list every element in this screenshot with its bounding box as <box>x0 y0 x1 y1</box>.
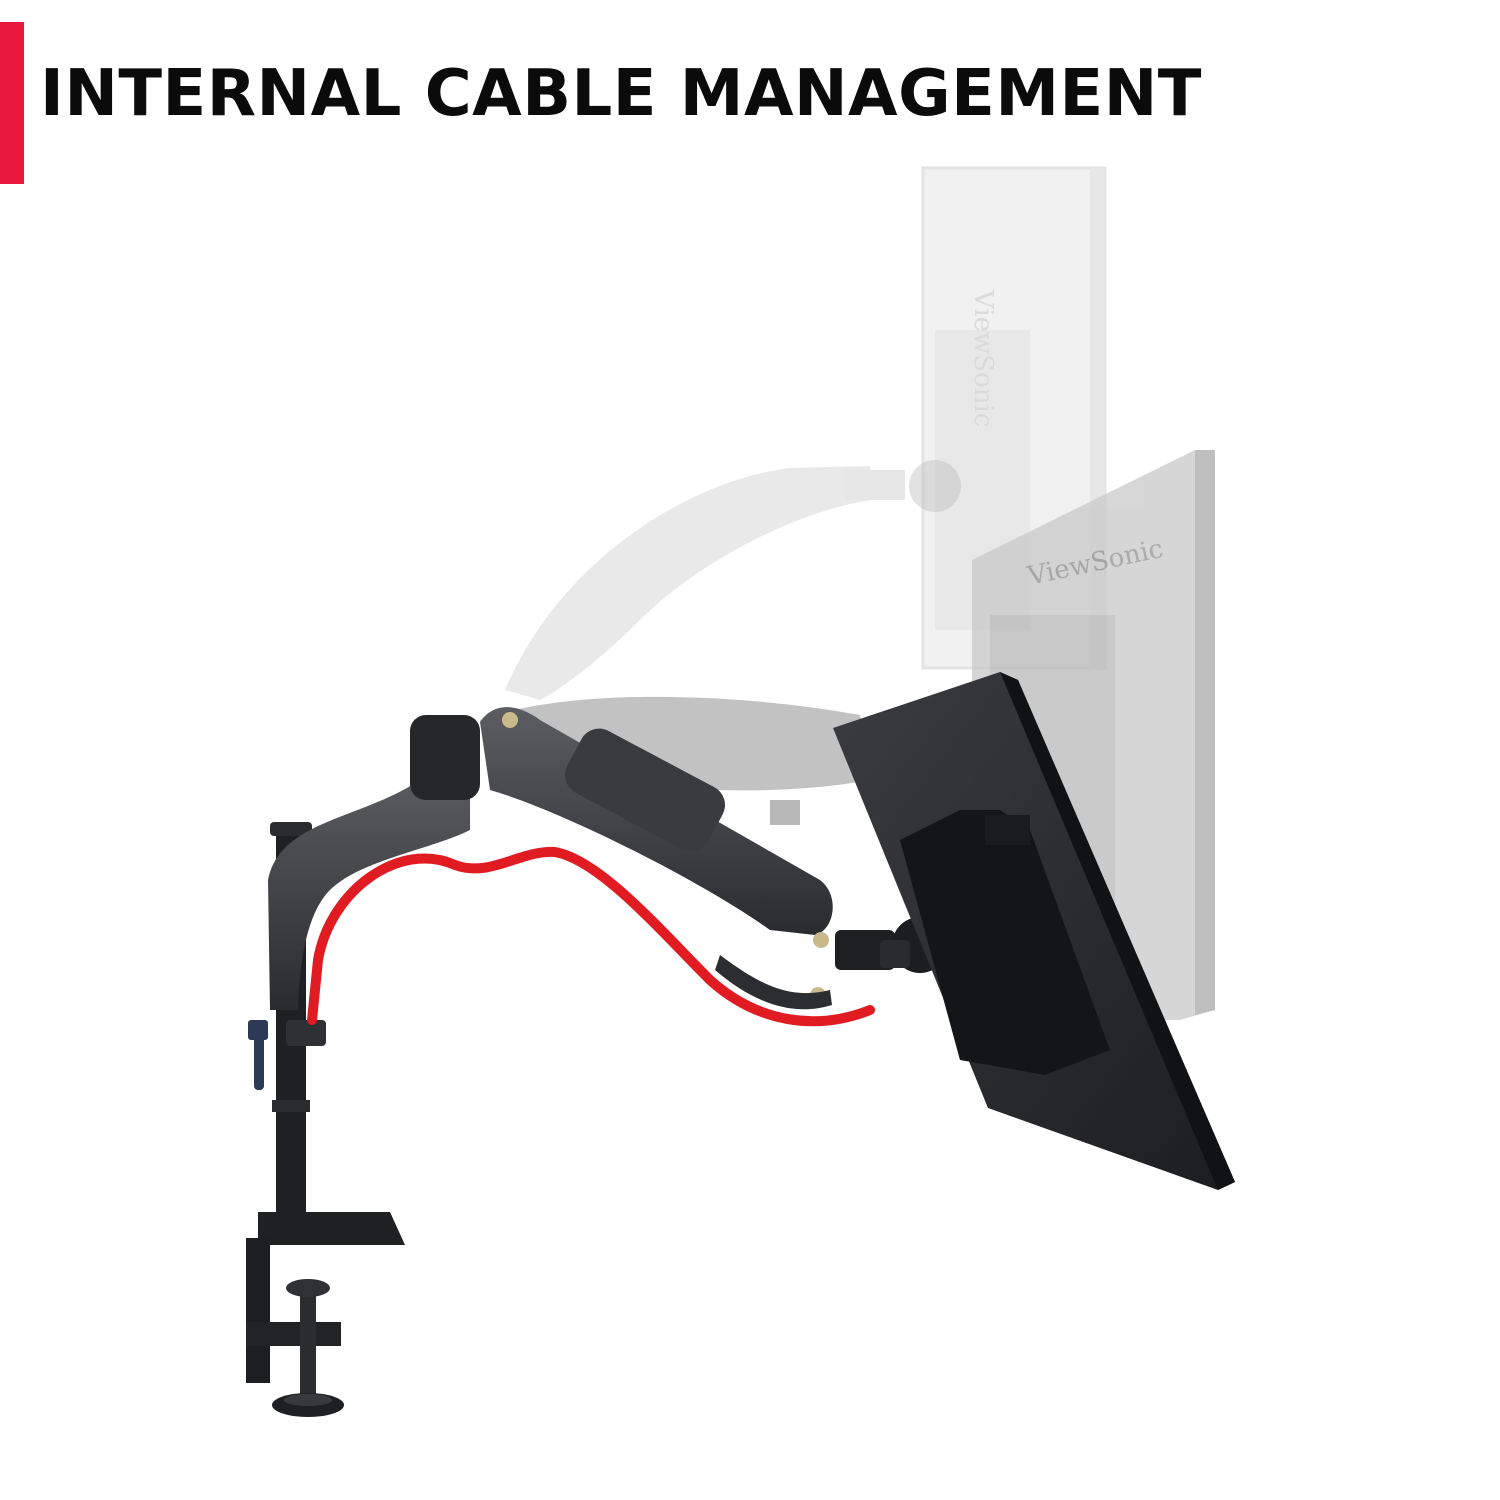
desk-clamp <box>246 1212 405 1417</box>
internal-cable <box>450 846 875 1027</box>
front-monitor <box>833 672 1235 1190</box>
lower-arm <box>268 715 480 1010</box>
internal-cable-lower <box>307 853 460 1025</box>
gas-spring-arm <box>480 707 833 1010</box>
ghost-brand-upper-label: ViewSonic <box>968 289 998 427</box>
page-title: INTERNAL CABLE MANAGEMENT <box>40 57 1202 131</box>
accent-bar <box>0 22 24 184</box>
ghost-arm-upper <box>505 460 961 700</box>
